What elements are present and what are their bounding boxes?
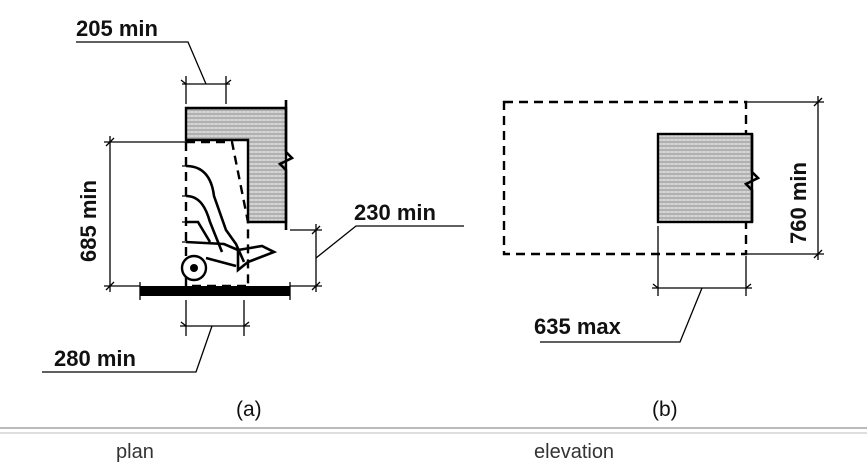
wheelchair-footrest-icon bbox=[180, 164, 278, 282]
dim-label-280-min: 280 min bbox=[54, 346, 136, 371]
floor-slab bbox=[140, 286, 290, 296]
dim-205-min bbox=[76, 41, 232, 104]
caption-b: (b) bbox=[652, 398, 678, 421]
wall-break-line bbox=[277, 100, 295, 230]
dim-280-min bbox=[42, 300, 250, 373]
view-labels: plan elevation bbox=[0, 427, 867, 463]
dim-label-205-min: 205 min bbox=[76, 16, 158, 41]
dim-label-685-min: 685 min bbox=[76, 180, 101, 262]
caption-a: (a) bbox=[236, 398, 262, 421]
dim-760-min bbox=[746, 96, 824, 260]
elevation-break-line bbox=[743, 134, 761, 222]
dim-635-max bbox=[540, 226, 752, 343]
view-label-elevation: elevation bbox=[534, 441, 614, 463]
dim-230-min bbox=[290, 224, 464, 292]
elevation-obstruction bbox=[656, 132, 754, 224]
panel-a-plan: 205 min 685 min 230 min 280 min (a) bbox=[42, 16, 464, 421]
dim-label-230-min: 230 min bbox=[354, 200, 436, 225]
clearance-outline-dashed bbox=[184, 140, 250, 288]
panel-b-elevation: 760 min 635 max (b) bbox=[502, 96, 824, 421]
dim-685-min bbox=[104, 136, 186, 292]
dim-label-760-min: 760 min bbox=[786, 162, 811, 244]
view-label-plan: plan bbox=[116, 441, 154, 463]
dim-label-635-max: 635 max bbox=[534, 314, 622, 339]
